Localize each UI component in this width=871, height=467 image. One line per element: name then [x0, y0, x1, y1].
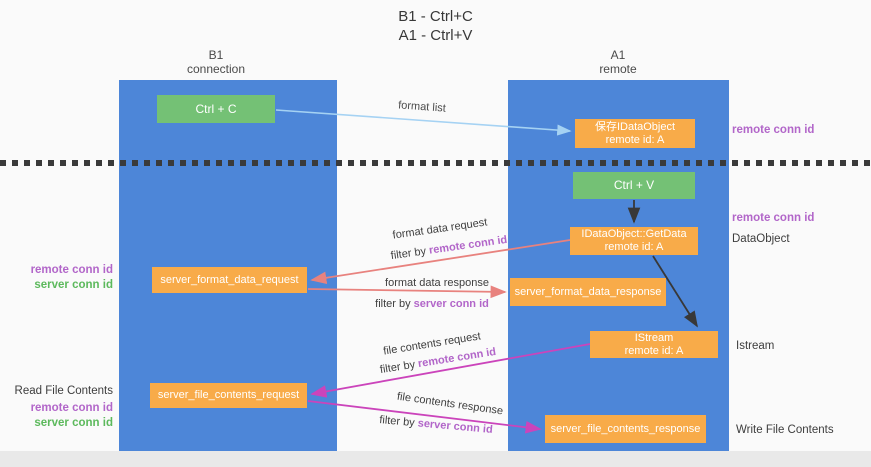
node-server-file-contents-request: server_file_contents_request: [150, 383, 307, 408]
title-line-2: A1 - Ctrl+V: [398, 27, 473, 44]
filter-by-text: filter by: [375, 298, 411, 310]
node-server-format-data-request: server_format_data_request: [152, 267, 307, 293]
filter-by-text: filter by: [379, 358, 417, 377]
left-server-conn-id: server conn id: [34, 279, 113, 291]
right-dataobject: DataObject: [732, 233, 790, 245]
node-saved-dataobject: 保存IDataObject remote id: A: [575, 119, 695, 148]
node-format-response-label: server_format_data_response: [514, 285, 662, 298]
node-ctrl-c: Ctrl + C: [157, 95, 275, 123]
lane-right-name: A1: [610, 48, 626, 62]
node-server-format-data-response: server_format_data_response: [510, 278, 666, 306]
node-saved-dataobject-line2: remote id: A: [605, 133, 665, 146]
filter-by-text: filter by: [378, 414, 416, 430]
node-istream: IStream remote id: A: [590, 331, 718, 358]
label-format-list: format list: [397, 99, 447, 115]
node-idataobject-getdata: IDataObject::GetData remote id: A: [570, 227, 698, 255]
label-filter-server-1: filter by server conn id: [375, 298, 489, 310]
label-file-contents-response: file contents response: [396, 390, 504, 418]
left-remote-conn-id-2: remote conn id: [30, 402, 113, 414]
node-istream-line2: remote id: A: [624, 344, 684, 357]
diagram-title: B1 - Ctrl+C A1 - Ctrl+V: [0, 7, 871, 45]
node-ctrl-c-label: Ctrl + C: [195, 101, 237, 116]
right-remote-conn-id-top: remote conn id: [732, 124, 815, 136]
node-file-request-label: server_file_contents_request: [157, 389, 300, 401]
label-filter-server-2: filter by server conn id: [379, 414, 493, 436]
arrow-format-data-response: [307, 285, 507, 299]
title-line-1: B1 - Ctrl+C: [398, 8, 473, 25]
node-format-request-label: server_format_data_request: [160, 273, 299, 286]
lane-left-subtitle: connection: [186, 62, 246, 76]
filter-by-text: filter by: [390, 245, 427, 263]
lane-header-left: B1 connection: [136, 48, 296, 76]
lane-left-name: B1: [208, 48, 224, 62]
right-istream: Istream: [736, 340, 775, 352]
bottom-strip: [0, 451, 871, 467]
right-remote-conn-id-mid: remote conn id: [732, 212, 815, 224]
server-conn-id-text: server conn id: [413, 298, 489, 310]
right-write-file-contents: Write File Contents: [736, 424, 834, 436]
node-server-file-contents-response: server_file_contents_response: [545, 415, 706, 443]
node-file-response-label: server_file_contents_response: [550, 422, 701, 435]
node-getdata-line2: remote id: A: [604, 241, 664, 253]
left-server-conn-id-2: server conn id: [34, 417, 113, 429]
node-getdata-line1: IDataObject::GetData: [581, 228, 687, 240]
node-ctrl-v: Ctrl + V: [573, 172, 695, 199]
label-format-data-response: format data response: [385, 277, 489, 289]
node-saved-dataobject-line1: 保存IDataObject: [594, 120, 676, 133]
node-istream-line1: IStream: [634, 331, 674, 344]
server-conn-id-text: server conn id: [417, 417, 494, 436]
remote-conn-id-text: remote conn id: [428, 233, 508, 257]
lane-right-subtitle: remote: [599, 62, 637, 76]
dashed-divider: [0, 160, 871, 166]
left-remote-conn-id: remote conn id: [30, 264, 113, 276]
node-ctrl-v-label: Ctrl + V: [613, 178, 655, 192]
lane-header-right: A1 remote: [538, 48, 698, 76]
left-read-file-contents: Read File Contents: [14, 385, 113, 397]
